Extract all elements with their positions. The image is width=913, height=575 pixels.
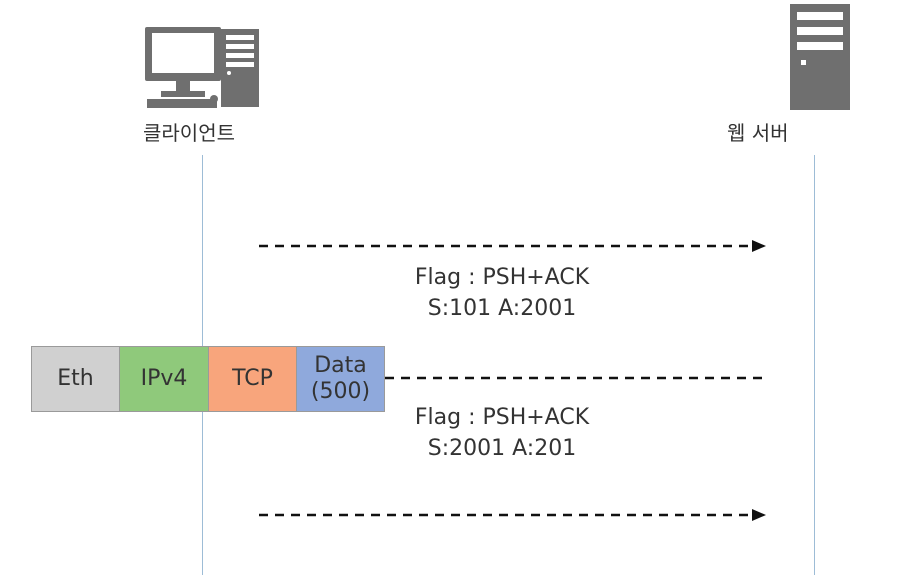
desktop-computer-icon (145, 27, 259, 108)
message-1-flag: Flag : PSH+ACK (414, 265, 590, 290)
arrow-1 (259, 240, 766, 252)
segment-eth: Eth (31, 346, 120, 412)
segment-eth-label: Eth (57, 366, 94, 391)
message-1-seq: S:101 A:2001 (427, 296, 577, 321)
server-lifeline (814, 155, 815, 575)
message-2-label: Flag : PSH+ACK S:2001 A:201 (372, 402, 632, 464)
message-2-seq: S:2001 A:201 (427, 436, 577, 461)
segment-ipv4: IPv4 (119, 346, 209, 412)
segment-ipv4-label: IPv4 (140, 366, 188, 391)
segment-data-label: Data (314, 353, 367, 378)
client-label: 클라이언트 (143, 121, 235, 145)
arrow-3 (259, 509, 766, 521)
message-2-flag: Flag : PSH+ACK (414, 405, 590, 430)
segment-data-size: (500) (310, 379, 371, 404)
segment-data: Data (500) (296, 346, 385, 412)
server-label: 웹 서버 (727, 121, 789, 145)
message-1-label: Flag : PSH+ACK S:101 A:2001 (372, 262, 632, 324)
segment-tcp: TCP (208, 346, 297, 412)
segment-tcp-label: TCP (232, 366, 273, 391)
server-tower-icon (790, 4, 850, 110)
